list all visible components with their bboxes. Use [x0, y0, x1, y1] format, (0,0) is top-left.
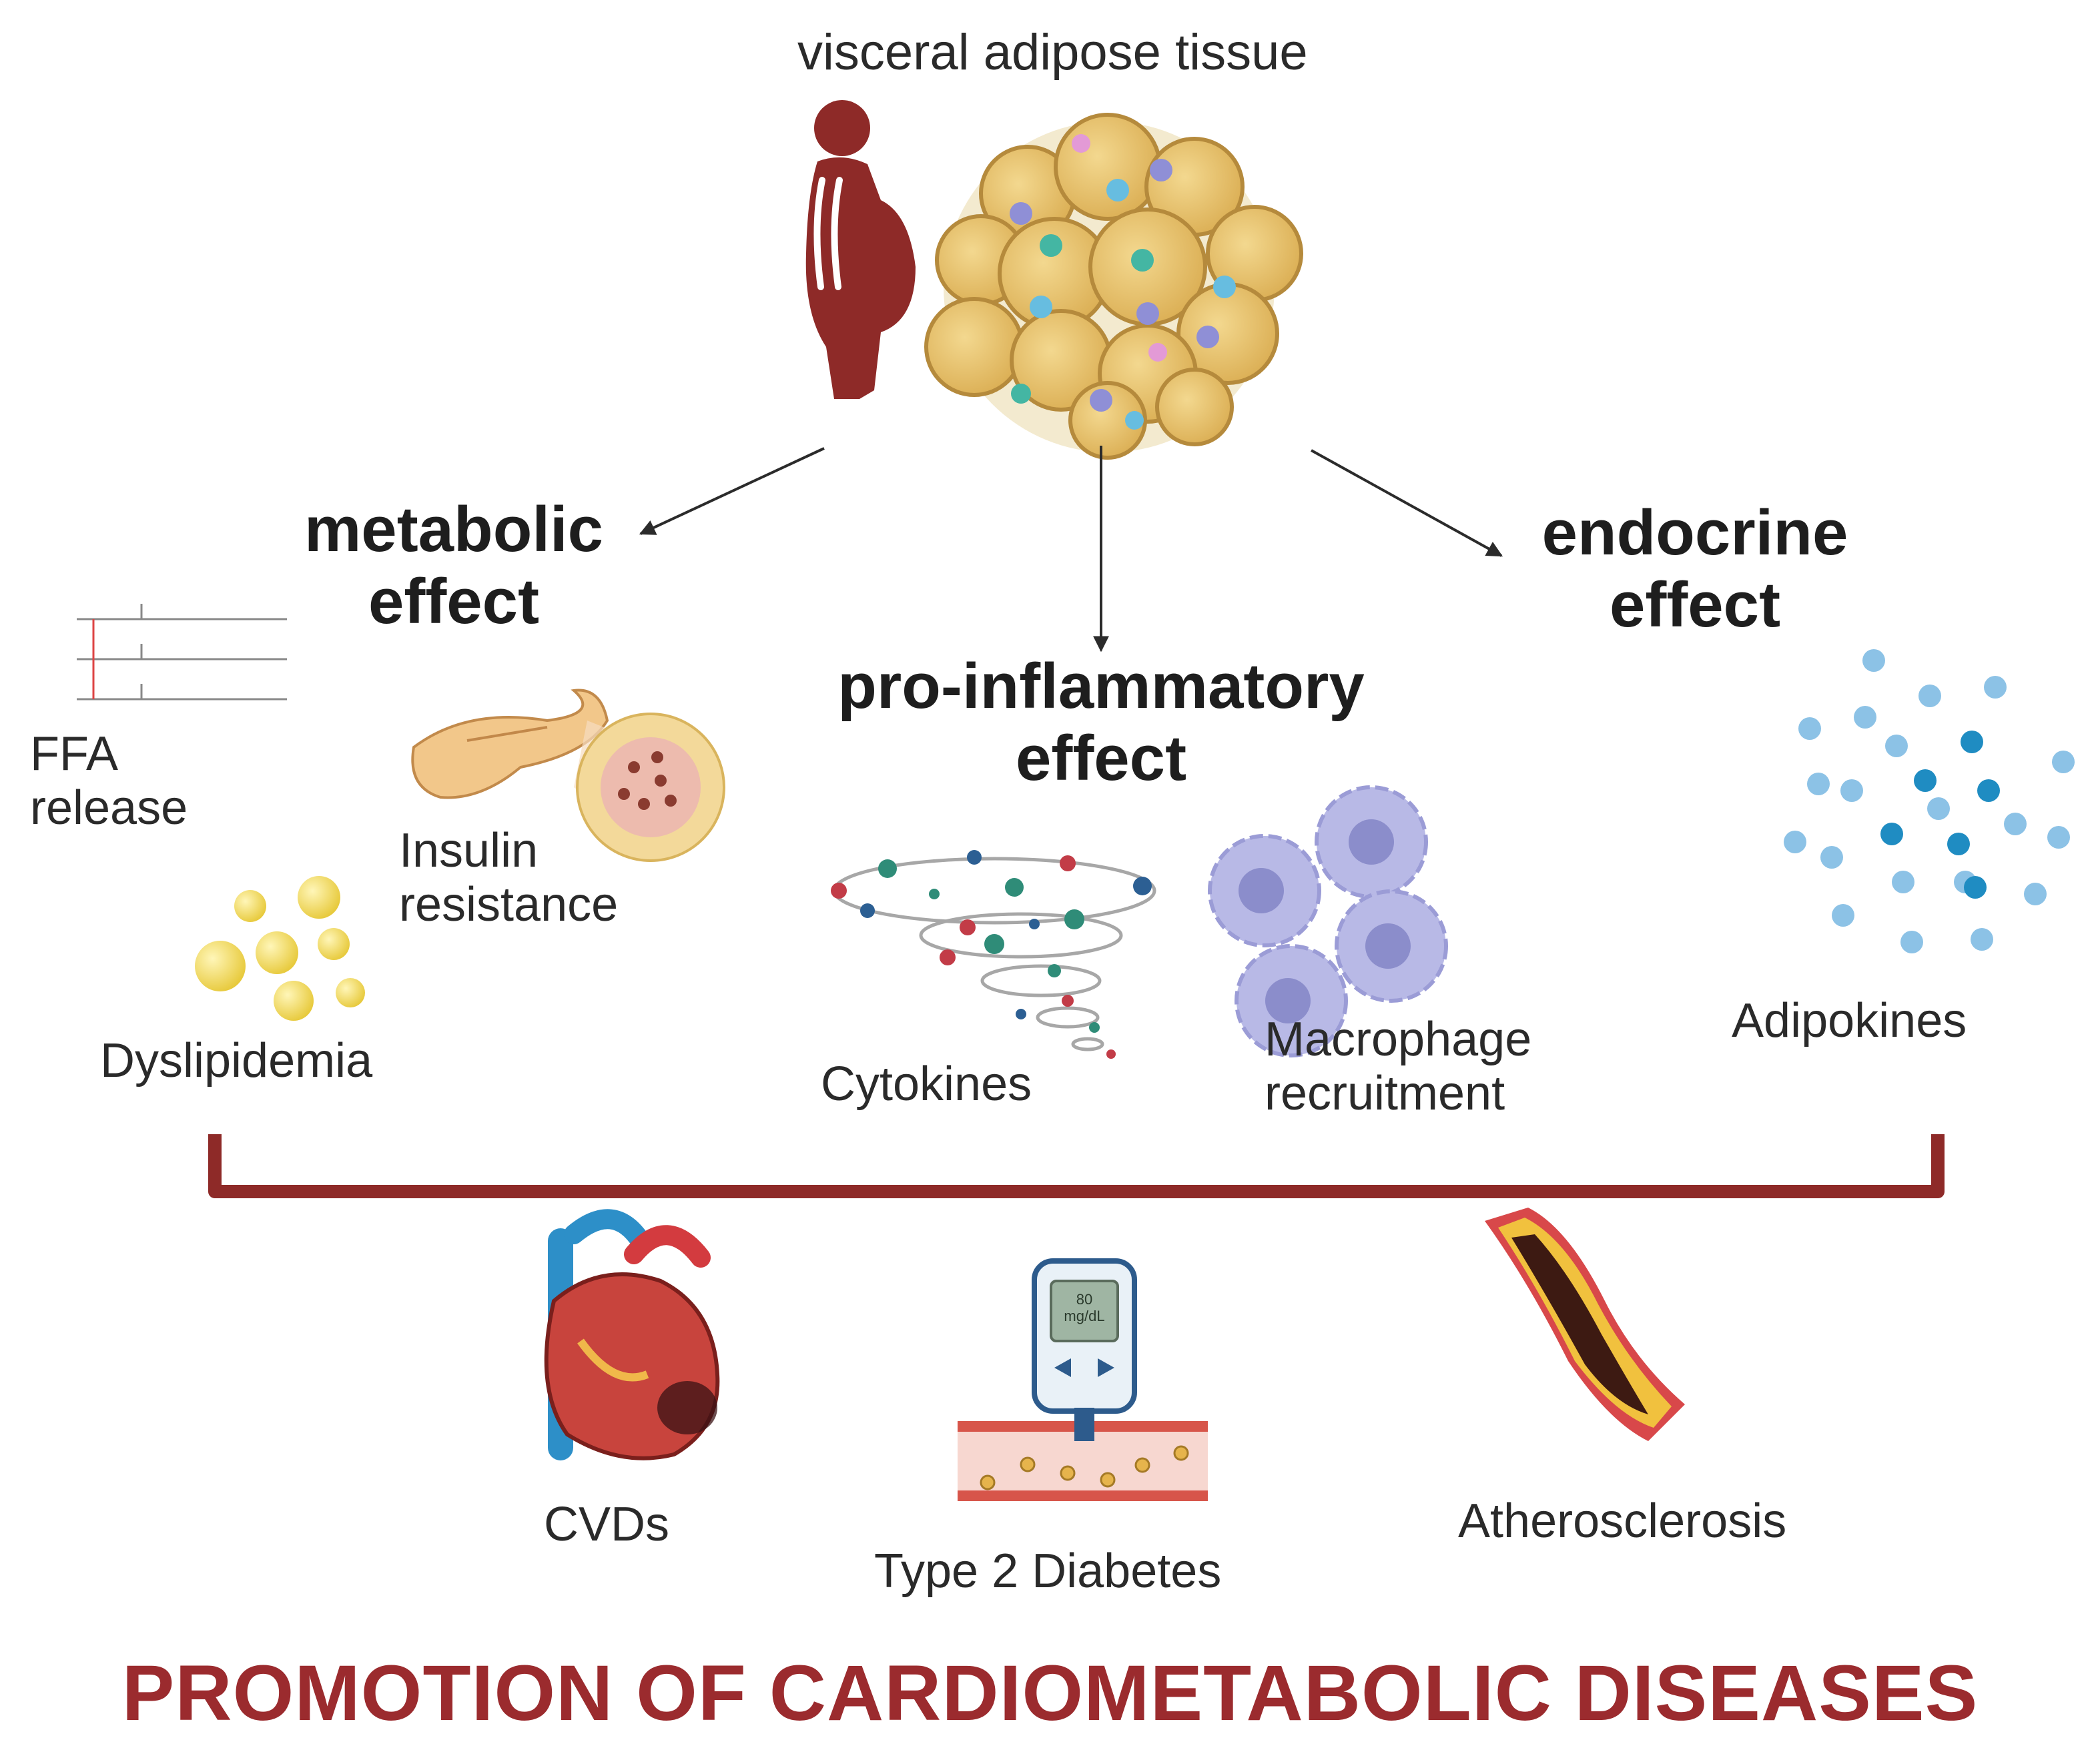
heading-endocrine-line1: endocrine — [1541, 497, 1848, 568]
heading-metabolic-line2: effect — [368, 565, 540, 637]
atherosclerosis-artery-icon — [1485, 1208, 1685, 1441]
label-cytokines: Cytokines — [821, 1057, 1032, 1111]
meter-unit: mg/dL — [1064, 1308, 1105, 1325]
ffa-structure-icon — [77, 604, 287, 701]
adipokines-icon — [1784, 649, 2075, 953]
label-adipokines: Adipokines — [1732, 994, 1967, 1047]
label-macrophage-line1: Macrophage — [1265, 1013, 1532, 1066]
adipose-tissue-icon — [924, 113, 1303, 460]
heading-metabolic-line1: metabolic — [304, 494, 604, 565]
label-type-2-diabetes: Type 2 Diabetes — [874, 1545, 1222, 1598]
label-insulin-line1: Insulin — [399, 824, 539, 877]
heading-endocrine-effect: endocrine effect — [1508, 497, 1882, 640]
label-dyslipidemia: Dyslipidemia — [100, 1034, 373, 1087]
heart-icon — [544, 1209, 720, 1460]
meter-readout: 80 mg/dL — [1051, 1291, 1118, 1325]
macrophages-icon — [1208, 785, 1448, 1057]
label-insulin-resistance: Insulin resistance — [399, 824, 618, 931]
label-macrophage-recruitment: Macrophage recruitment — [1265, 1013, 1531, 1120]
arrow-to-endocrine — [1311, 449, 1503, 557]
obese-person-icon — [805, 100, 916, 399]
label-ffa-line1: FFA — [30, 727, 119, 781]
meter-value: 80 — [1076, 1291, 1093, 1308]
heading-inflammatory-line2: effect — [1015, 722, 1187, 794]
outcome-bracket — [208, 1134, 1945, 1198]
heading-inflammatory-line1: pro-inflammatory — [837, 650, 1365, 722]
branch-arrows — [639, 446, 1503, 652]
footer-promotion-of-cardiometabolic-diseases: PROMOTION OF CARDIOMETABOLIC DISEASES — [121, 1649, 1979, 1737]
title-visceral-adipose-tissue: visceral adipose tissue — [797, 24, 1308, 81]
label-cvds: CVDs — [544, 1498, 670, 1551]
label-atherosclerosis: Atherosclerosis — [1458, 1494, 1787, 1548]
label-ffa-release: FFA release — [30, 727, 188, 835]
lipid-droplets-icon — [195, 876, 365, 1021]
label-insulin-line2: resistance — [399, 877, 619, 931]
heading-metabolic-effect: metabolic effect — [280, 494, 627, 637]
label-macrophage-line2: recruitment — [1265, 1066, 1505, 1120]
arrow-to-metabolic — [639, 447, 825, 535]
label-ffa-line2: release — [30, 781, 188, 835]
heading-endocrine-line2: effect — [1609, 568, 1781, 640]
glucose-meter-icon — [958, 1258, 1208, 1501]
cytokines-icon — [831, 850, 1156, 1059]
heading-pro-inflammatory-effect: pro-inflammatory effect — [787, 650, 1415, 794]
islet-cells-icon — [576, 713, 725, 862]
